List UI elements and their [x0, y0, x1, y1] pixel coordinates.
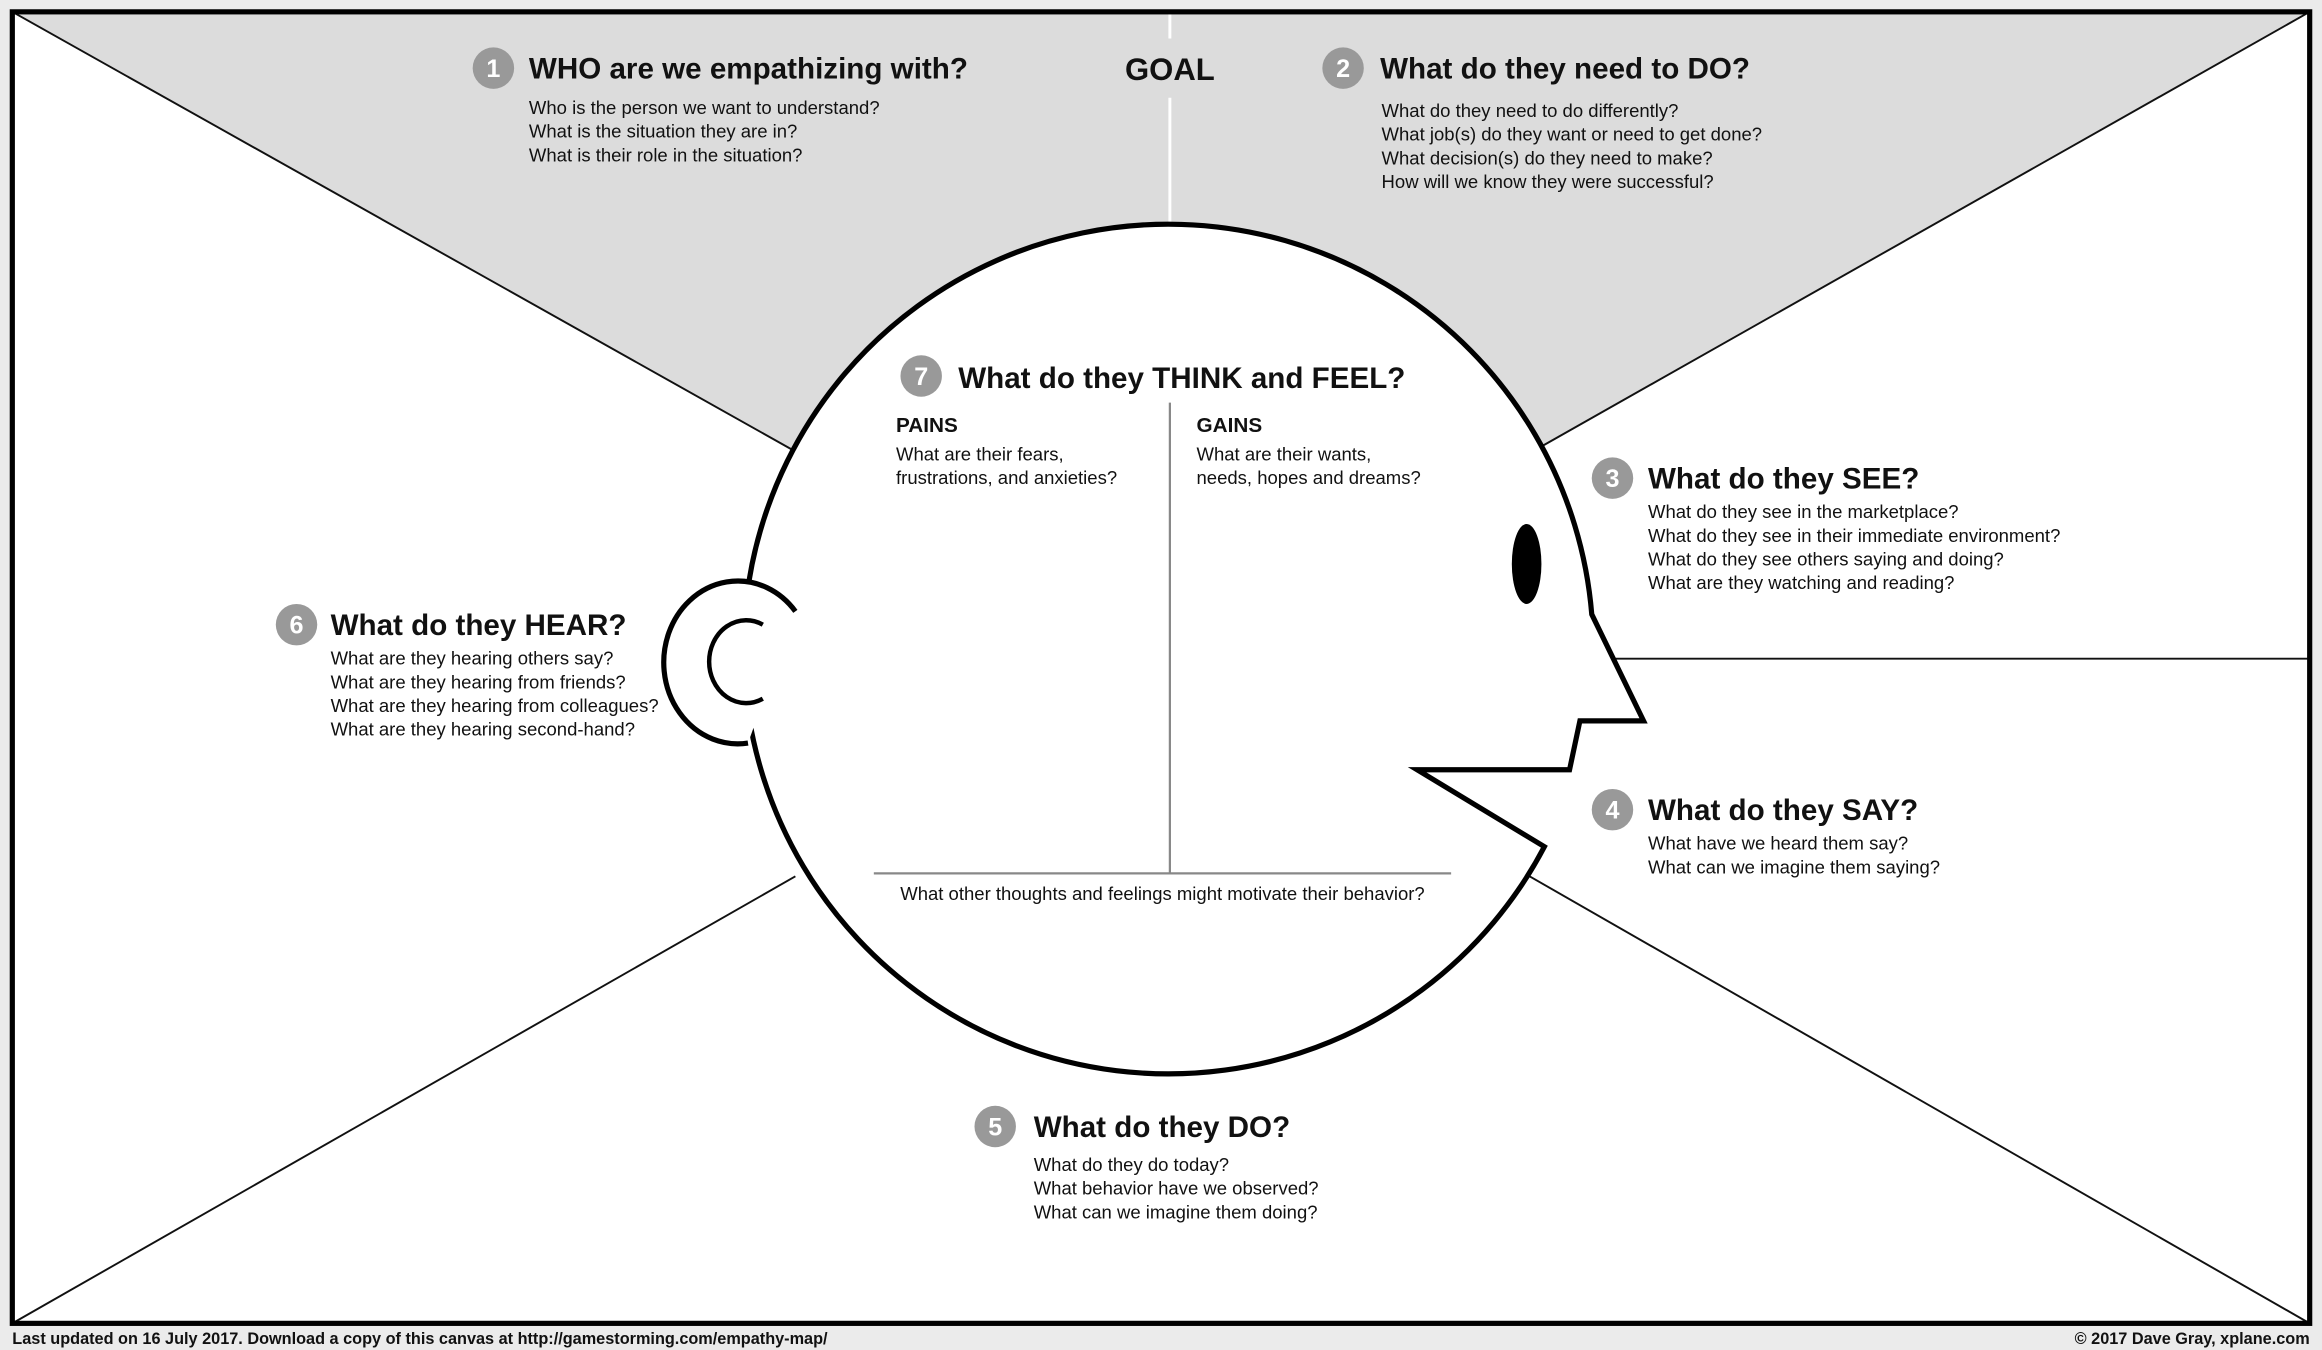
footer-left: Last updated on 16 July 2017. Download a…	[12, 1330, 828, 1348]
question: What have we heard them say?	[1648, 833, 1908, 854]
section-who: 1 WHO are we empathizing with? Who is th…	[472, 47, 968, 165]
question: What job(s) do they want or need to get …	[1382, 124, 1763, 145]
pains-line: frustrations, and anxieties?	[896, 467, 1117, 488]
section-title: What do they HEAR?	[331, 609, 627, 642]
section-number: 5	[988, 1113, 1002, 1141]
question: What are they watching and reading?	[1648, 572, 1954, 593]
question: What do they do today?	[1034, 1154, 1229, 1175]
number-badge	[1591, 457, 1634, 499]
question: How will we know they were successful?	[1382, 171, 1714, 192]
goal-label: GOAL	[1125, 52, 1215, 87]
section-title: WHO are we empathizing with?	[529, 52, 968, 85]
section-number: 1	[486, 55, 500, 83]
section-number: 3	[1605, 465, 1619, 493]
question: What decision(s) do they need to make?	[1382, 147, 1713, 168]
question: What behavior have we observed?	[1034, 1178, 1319, 1199]
pains-line: What are their fears,	[896, 443, 1064, 464]
section-number: 7	[914, 363, 928, 391]
question: What are they hearing second-hand?	[331, 719, 635, 740]
number-badge	[1591, 788, 1634, 831]
eye-icon	[1511, 524, 1542, 604]
section-title: What do they THINK and FEEL?	[958, 362, 1405, 395]
section-number: 6	[290, 612, 304, 640]
question: What can we imagine them doing?	[1034, 1201, 1318, 1222]
section-say: 4 What do they SAY? What have we heard t…	[1591, 788, 1940, 877]
section-title: What do they DO?	[1034, 1111, 1290, 1144]
question: What are they hearing others say?	[331, 648, 614, 669]
question: What are they hearing from friends?	[331, 671, 626, 692]
number-badge	[974, 1105, 1016, 1148]
question: What do they see in the marketplace?	[1648, 501, 1959, 522]
question: What is the situation they are in?	[529, 121, 797, 142]
section-hear: 6 What do they HEAR? What are they heari…	[275, 603, 659, 740]
other-thoughts: What other thoughts and feelings might m…	[900, 883, 1424, 904]
section-number: 2	[1336, 55, 1350, 83]
section-think-feel: 7 What do they THINK and FEEL? PAINS Wha…	[896, 355, 1425, 904]
question: What do they see in their immediate envi…	[1648, 525, 2060, 546]
quadrant-lines	[11, 11, 2311, 1325]
section-need-to-do: 2 What do they need to DO? What do they …	[1322, 47, 1762, 192]
section-title: What do they need to DO?	[1380, 52, 1750, 85]
gains-line: needs, hopes and dreams?	[1197, 467, 1421, 488]
question: What is their role in the situation?	[529, 144, 803, 165]
section-see: 3 What do they SEE? What do they see in …	[1591, 457, 2060, 593]
number-badge	[1322, 47, 1364, 89]
section-title: What do they SAY?	[1648, 794, 1918, 827]
question: Who is the person we want to understand?	[529, 97, 880, 118]
gains-line: What are their wants,	[1197, 443, 1372, 464]
ear-inner	[706, 618, 764, 706]
number-badge	[900, 355, 942, 397]
ear-outer	[661, 578, 798, 747]
section-do: 5 What do they DO? What do they do today…	[974, 1105, 1319, 1222]
pains-label: PAINS	[896, 414, 958, 437]
question: What are they hearing from colleagues?	[331, 695, 659, 716]
question: What can we imagine them saying?	[1648, 856, 1940, 877]
question: What do they see others saying and doing…	[1648, 548, 2004, 569]
number-badge	[275, 603, 318, 646]
question: What do they need to do differently?	[1382, 100, 1679, 121]
gains-label: GAINS	[1197, 414, 1263, 437]
number-badge	[472, 47, 515, 89]
section-title: What do they SEE?	[1648, 462, 1919, 495]
footer-right: © 2017 Dave Gray, xplane.com	[2075, 1330, 2310, 1348]
section-number: 4	[1605, 797, 1619, 825]
canvas-border	[9, 9, 2313, 1326]
